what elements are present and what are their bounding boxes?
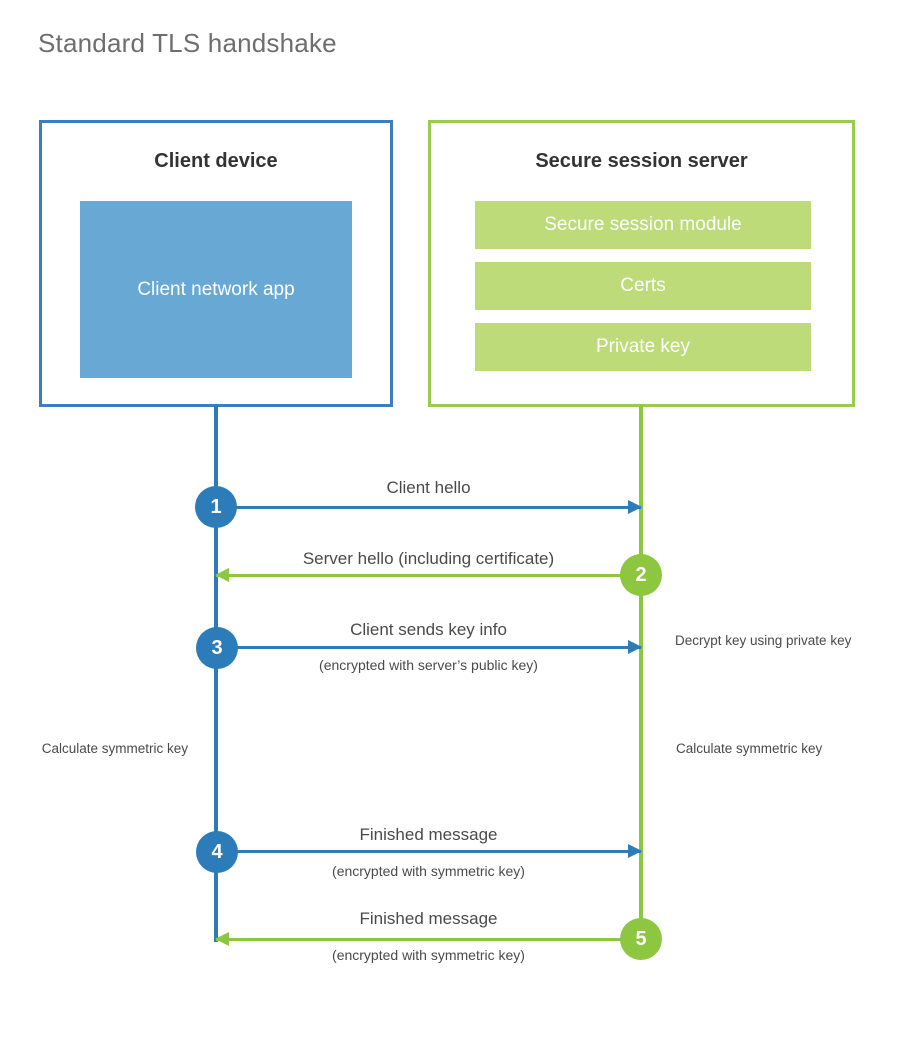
step-4-sublabel: (encrypted with symmetric key)	[332, 863, 525, 879]
page-title: Standard TLS handshake	[38, 28, 337, 58]
step-marker-2[interactable]: 2	[620, 554, 662, 596]
secure-session-server-box: Secure session server Secure session mod…	[428, 120, 855, 407]
arrow-shaft	[216, 850, 641, 853]
server-module-secure-session: Secure session module	[475, 201, 811, 249]
step-5-label: Finished message	[359, 909, 498, 928]
step-2-arrow	[215, 568, 641, 582]
step-3-sublabel: (encrypted with server’s public key)	[319, 657, 538, 673]
step-5-sublabel: (encrypted with symmetric key)	[332, 947, 525, 963]
step-marker-5[interactable]: 5	[620, 918, 662, 960]
server-module-private-key: Private key	[475, 323, 811, 371]
step-2-label: Server hello (including certificate)	[302, 549, 555, 568]
step-3-arrow	[216, 640, 642, 654]
step-5-arrow	[215, 932, 641, 946]
step-3-label: Client sends key info	[350, 620, 507, 639]
secure-session-server-title: Secure session server	[535, 150, 748, 172]
step-1-label: Client hello	[386, 478, 471, 497]
client-device-title: Client device	[154, 150, 278, 172]
server-module-list: Secure session module Certs Private key	[475, 201, 811, 371]
client-device-box: Client device Client network app	[39, 120, 393, 407]
arrow-shaft	[216, 574, 641, 577]
arrow-shaft	[216, 646, 641, 649]
arrow-head-left-icon	[215, 932, 229, 946]
step-4-arrow	[216, 844, 642, 858]
note-client-calculate-symmetric-key: Calculate symmetric key	[41, 741, 188, 756]
arrow-head-left-icon	[215, 568, 229, 582]
server-module-certs: Certs	[475, 262, 811, 310]
step-marker-3[interactable]: 3	[196, 627, 238, 669]
step-4-label: Finished message	[359, 825, 498, 844]
server-lifeline	[639, 405, 643, 941]
arrow-shaft	[216, 938, 641, 941]
step-1-arrow	[216, 500, 642, 514]
note-server-calculate-symmetric-key: Calculate symmetric key	[676, 741, 823, 756]
client-network-app-block: Client network app	[80, 201, 352, 378]
step-marker-4[interactable]: 4	[196, 831, 238, 873]
arrow-head-right-icon	[628, 500, 642, 514]
arrow-head-right-icon	[628, 844, 642, 858]
note-server-decrypt: Decrypt key using private key	[675, 633, 852, 648]
arrow-head-right-icon	[628, 640, 642, 654]
step-marker-1[interactable]: 1	[195, 486, 237, 528]
arrow-shaft	[216, 506, 641, 509]
client-lifeline	[214, 405, 218, 942]
